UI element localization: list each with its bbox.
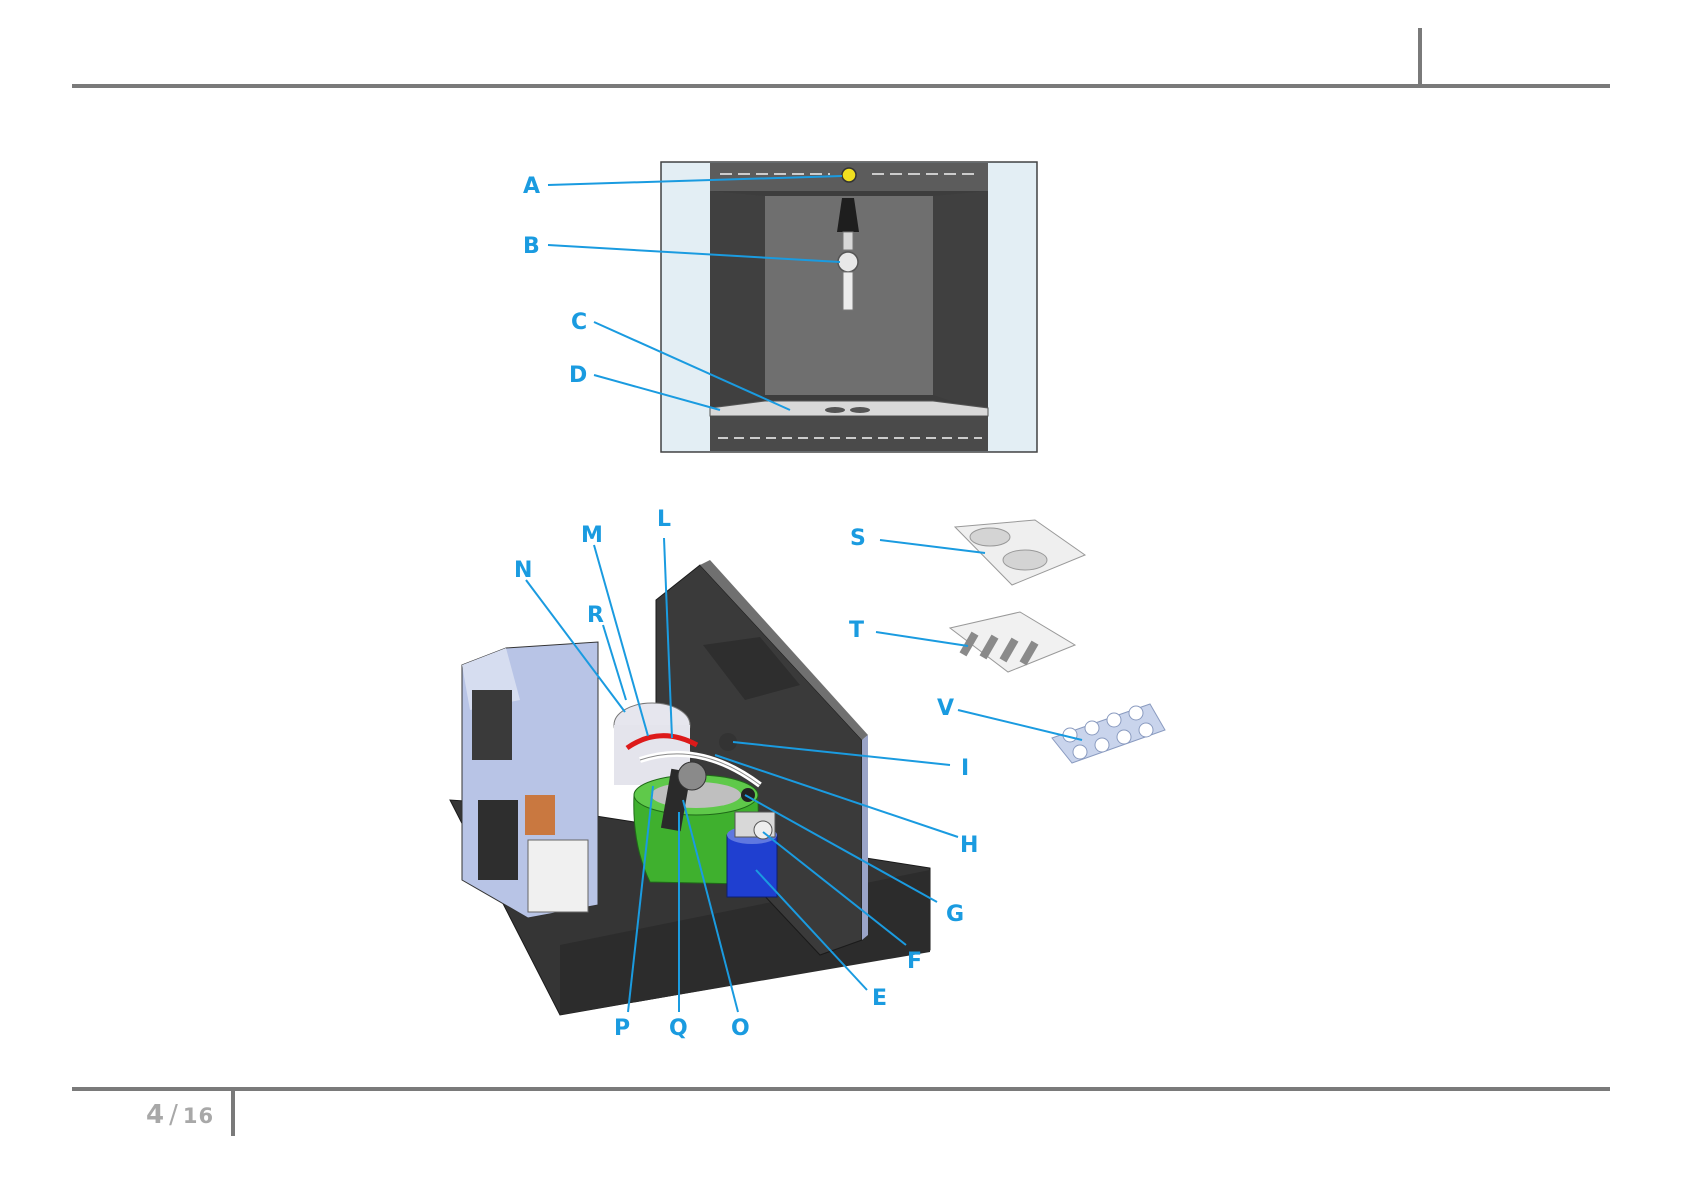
- page-number: 4/16: [146, 1100, 214, 1130]
- page-separator: /: [169, 1100, 179, 1130]
- callout-d: D: [569, 363, 587, 388]
- callout-e: E: [872, 986, 887, 1011]
- isometric-view: [450, 520, 1165, 1015]
- callout-m: M: [581, 523, 603, 548]
- page-total: 16: [183, 1104, 214, 1128]
- callout-i: I: [961, 756, 969, 781]
- callout-o: O: [731, 1016, 750, 1041]
- callout-c: C: [571, 310, 587, 335]
- footer-divider: [231, 1089, 235, 1136]
- callout-f: F: [907, 949, 922, 974]
- callout-a: A: [523, 174, 540, 199]
- callout-g: G: [946, 902, 964, 927]
- callout-h: H: [960, 833, 978, 858]
- page-current: 4: [146, 1100, 165, 1130]
- callout-n: N: [514, 558, 532, 583]
- callout-b: B: [523, 234, 540, 259]
- callout-q: Q: [669, 1016, 688, 1041]
- callout-s: S: [850, 526, 866, 551]
- callout-p: P: [614, 1016, 630, 1041]
- callout-l: L: [657, 507, 671, 532]
- callout-v: V: [937, 696, 954, 721]
- callout-t: T: [849, 618, 864, 643]
- callout-r: R: [587, 603, 604, 628]
- footer-rule: [72, 1087, 1610, 1091]
